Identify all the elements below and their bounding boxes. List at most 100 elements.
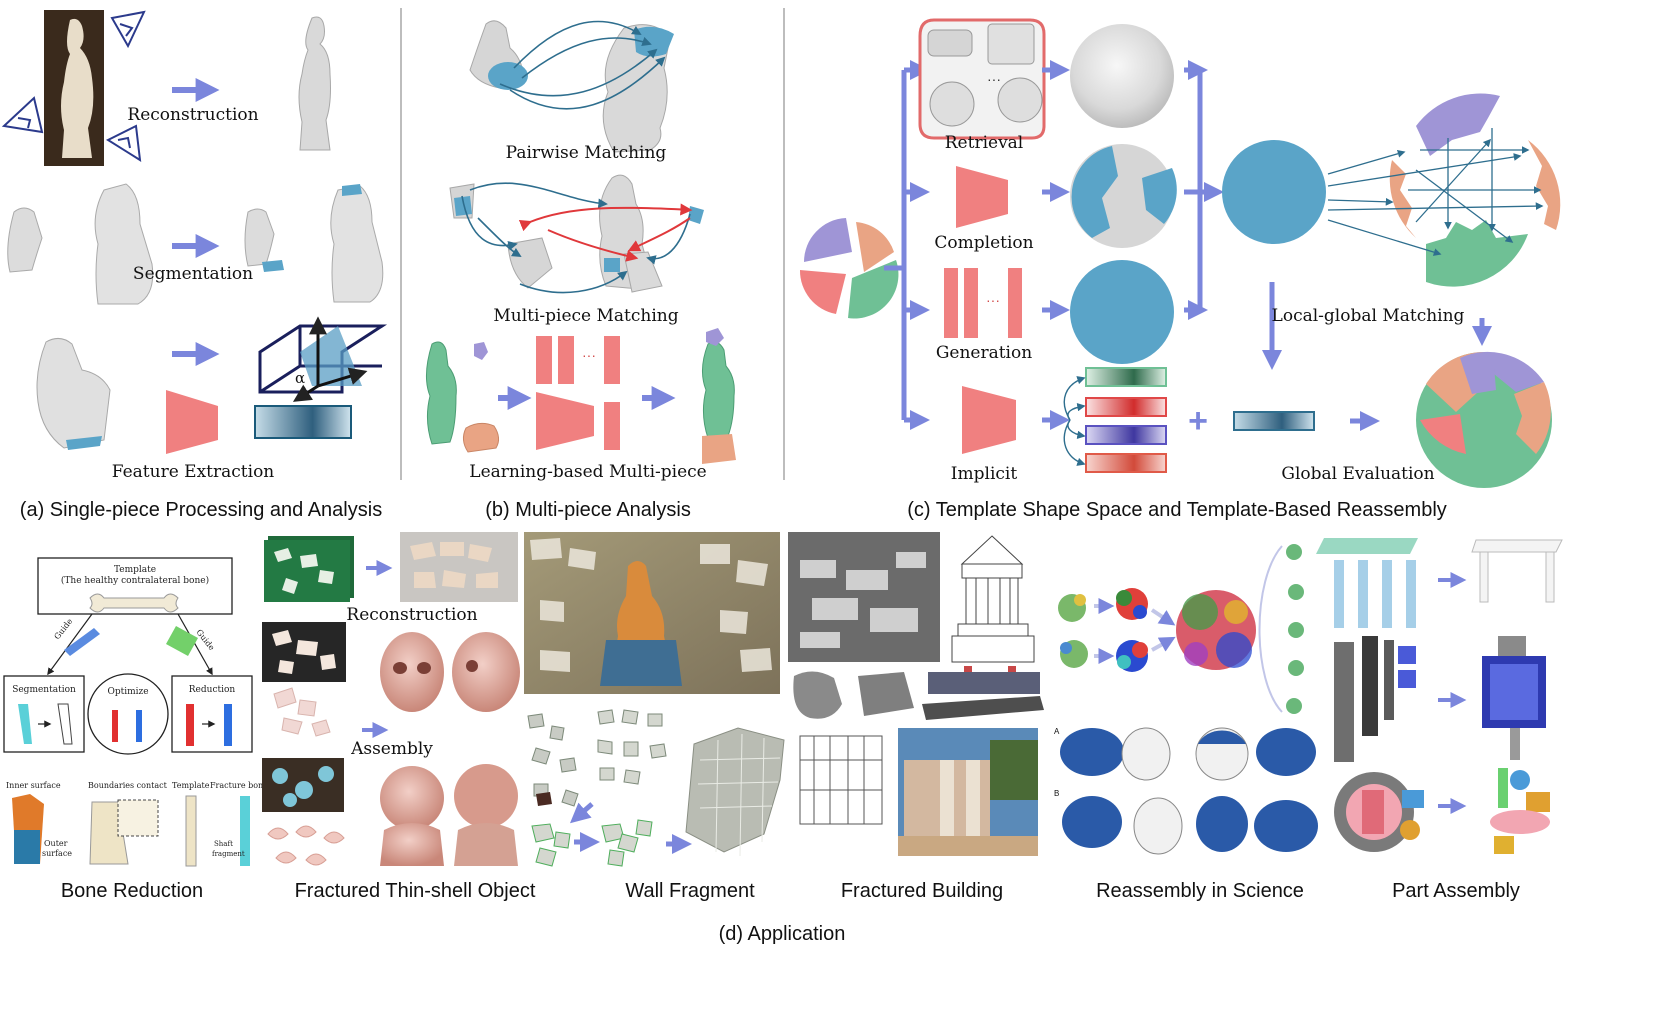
generation-block <box>964 268 978 338</box>
feature-vector <box>254 405 352 439</box>
fragment-green <box>1426 220 1528 287</box>
cut-surface-blue <box>262 260 284 272</box>
template-plate-grey <box>1070 24 1174 128</box>
fresco-tiles <box>530 538 772 672</box>
skull-front <box>380 632 444 712</box>
assembled-base <box>702 434 736 464</box>
guide-bone-colored <box>64 628 100 656</box>
broken-cups <box>272 630 336 674</box>
dish-round <box>997 77 1043 123</box>
dish-square <box>987 23 1035 65</box>
bone-blue-small <box>136 710 142 742</box>
template-plate-generated <box>1070 260 1174 364</box>
dish-round <box>929 81 975 127</box>
piece-blue-cut <box>604 258 620 272</box>
pink-shells <box>267 825 345 866</box>
multi-piece-highlight-arcs <box>518 203 693 262</box>
bone-red-small <box>112 710 118 742</box>
app-thin-shell: Reconstruction Assembly Fractured Thi <box>262 532 536 902</box>
pink-fragments <box>273 687 331 737</box>
feature-plane <box>300 326 362 386</box>
bone-blue <box>224 704 232 746</box>
encoder-trapezoid <box>166 390 218 454</box>
assembled-statue <box>702 341 735 439</box>
photo-green-stack <box>264 540 350 602</box>
piece-blue-cut <box>454 196 472 216</box>
lower-body-piece <box>94 183 154 305</box>
fragment-orange-right <box>1528 140 1561 230</box>
fracture-bone-label: Fracture bone <box>210 781 268 790</box>
axis-right-icon <box>317 367 368 388</box>
cut-surface-blue <box>66 436 102 450</box>
dark-fragment <box>536 792 552 806</box>
fresco-figure-skirt <box>600 640 682 686</box>
label-feature-extraction: Feature Extraction <box>112 462 275 482</box>
fractured-building-title: Fractured Building <box>841 880 1003 902</box>
template-title: Template <box>114 565 156 575</box>
stone-scans <box>793 666 1044 720</box>
broken-plate-input <box>799 218 899 319</box>
dish-tray <box>927 29 973 57</box>
reduction-label: Reduction <box>189 685 236 695</box>
network-block <box>604 336 620 384</box>
torso-piece <box>7 207 43 273</box>
orange-base-piece <box>462 422 500 453</box>
network-block <box>558 336 574 384</box>
app-bone-reduction: Template (The healthy contralateral bone… <box>3 557 268 902</box>
torso-piece-segmented <box>244 208 275 267</box>
arrow-right-icon <box>1150 608 1176 626</box>
optimize-cycle <box>87 673 169 755</box>
bust-cut-surface <box>488 62 528 90</box>
outer-surface-label-2: surface <box>42 849 72 858</box>
healthy-bone <box>89 593 179 613</box>
table-top-part <box>1316 538 1418 554</box>
fracture-bone <box>240 796 250 866</box>
merge-arrows <box>1184 60 1224 320</box>
camera-icon <box>105 124 142 162</box>
green-statue-piece <box>426 341 457 445</box>
arrow-down-right <box>177 613 213 676</box>
optimize-label: Optimize <box>107 687 148 697</box>
fragment-orange-left <box>1389 160 1416 238</box>
shell-fragments <box>274 548 334 594</box>
boundary-zoom-box <box>117 799 159 837</box>
ruins-blocks <box>800 552 926 648</box>
final-assembled-plate <box>1416 351 1552 488</box>
multi-piece-left-bottom <box>507 237 553 289</box>
completed-region-blue <box>1142 168 1177 224</box>
mark-a: A <box>1054 727 1060 736</box>
implicit-feature-bar <box>1085 397 1167 417</box>
branch-arrows <box>884 60 930 430</box>
assembled-table <box>1471 539 1563 603</box>
plate-arrows <box>1042 60 1070 430</box>
assembled-machine <box>1482 636 1546 760</box>
label-segmentation: Segmentation <box>133 264 253 284</box>
label-pairwise-matching: Pairwise Matching <box>506 143 667 163</box>
fracture-surface-outer <box>14 830 40 864</box>
network-dots: ··· <box>582 347 596 363</box>
shaft-fragment-label-1: Shaft <box>214 840 233 848</box>
shaft-fragment-label-2: fragment <box>212 850 245 858</box>
guide-bone-colored <box>166 626 198 656</box>
caption-a: (a) Single-piece Processing and Analysis <box>20 499 382 521</box>
statue-photo-figure <box>61 18 94 158</box>
arrow-right-icon <box>1151 636 1176 652</box>
app-part-assembly: Part Assembly <box>1316 538 1563 902</box>
reconstruction-label: Reconstruction <box>346 605 477 625</box>
building-photo-ground <box>898 836 1038 856</box>
cut-surface-blue <box>342 184 362 196</box>
label-retrieval: Retrieval <box>945 133 1024 153</box>
drape-cut-surface <box>634 26 674 57</box>
implicit-decoder <box>962 386 1016 454</box>
assembled-gearbox <box>1490 768 1550 854</box>
purple-head-piece <box>474 342 488 360</box>
graph-fragments-right <box>601 819 653 867</box>
label-generation: Generation <box>936 343 1032 363</box>
panel-b: Pairwise Matching Multi-piece Matching ·… <box>426 20 736 521</box>
torso-feature-piece <box>36 338 111 449</box>
bone-reduction-title: Bone Reduction <box>61 880 203 902</box>
app-wall-fragment: Wall Fragment <box>524 532 785 902</box>
retrieval-dots: ··· <box>987 71 1001 87</box>
outer-surface-label-1: Outer <box>44 839 68 848</box>
